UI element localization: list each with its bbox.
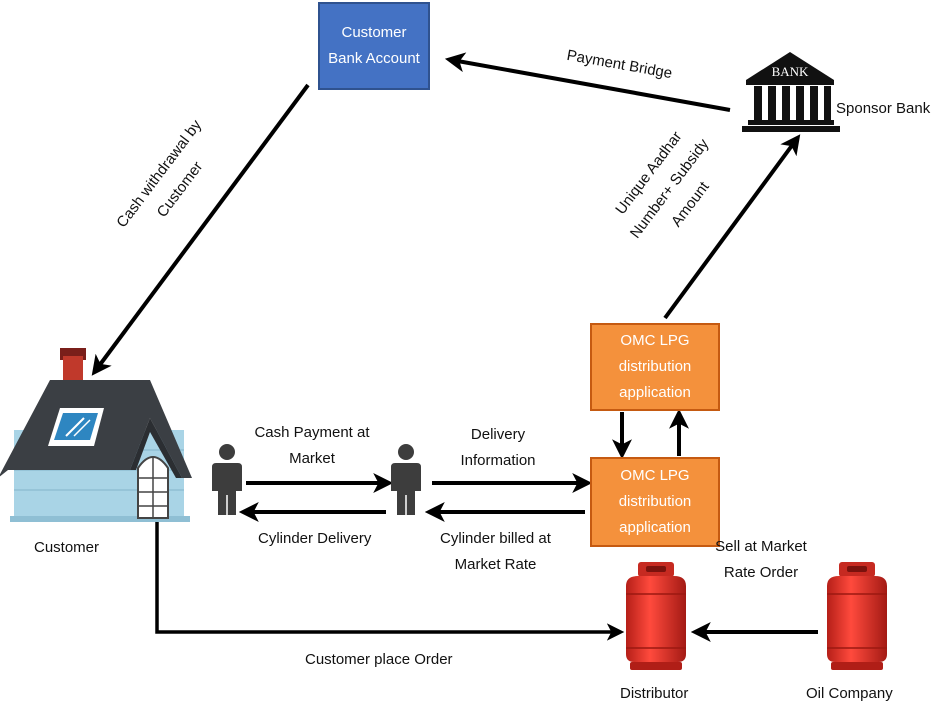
arrow-omc-to-sponsor-bank [663, 134, 801, 320]
distributor-cylinder-icon [625, 561, 687, 671]
omc-application-bottom-label: OMC LPG distribution application [618, 467, 692, 536]
bank-sign-text: BANK [772, 64, 809, 79]
sell-at-market-label: Sell at Market Rate Order [706, 534, 816, 586]
delivery-information-label: Delivery Information [448, 422, 548, 474]
customer-place-order-label: Customer place Order [305, 651, 453, 668]
customer-bank-account-box: Customer Bank Account [318, 2, 430, 90]
customer-bank-account-label: Customer Bank Account [328, 24, 420, 67]
cylinder-billed-label: Cylinder billed at Market Rate [428, 526, 563, 578]
cylinder-delivery-label: Cylinder Delivery [258, 530, 372, 547]
arrow-bank-to-customer [91, 83, 310, 376]
cash-payment-text: Cash Payment at Market [254, 424, 370, 467]
arrow-customer-place-order [155, 520, 625, 641]
omc-application-top-box: OMC LPG distribution application [590, 323, 720, 411]
arrow-sponsor-to-customer-bank [444, 52, 731, 112]
agent-person-icon [390, 443, 422, 516]
sell-at-market-text: Sell at Market Rate Order [715, 538, 807, 581]
customer-label: Customer [34, 539, 100, 556]
omc-application-top-label: OMC LPG distribution application [618, 332, 692, 401]
bank-building-icon: BANK [742, 52, 840, 132]
sponsor-bank-label: Sponsor Bank [836, 100, 931, 117]
oil-company-cylinder-icon [826, 561, 888, 671]
customer-house-icon [0, 348, 192, 522]
cash-payment-label: Cash Payment at Market [252, 420, 372, 472]
omc-application-bottom-box: OMC LPG distribution application [590, 457, 720, 547]
distributor-label: Distributor [620, 685, 689, 702]
cylinder-billed-text: Cylinder billed at Market Rate [440, 530, 551, 573]
delivery-information-text: Delivery Information [460, 426, 536, 469]
oil-company-label: Oil Company [806, 685, 893, 702]
customer-person-icon [211, 443, 243, 516]
